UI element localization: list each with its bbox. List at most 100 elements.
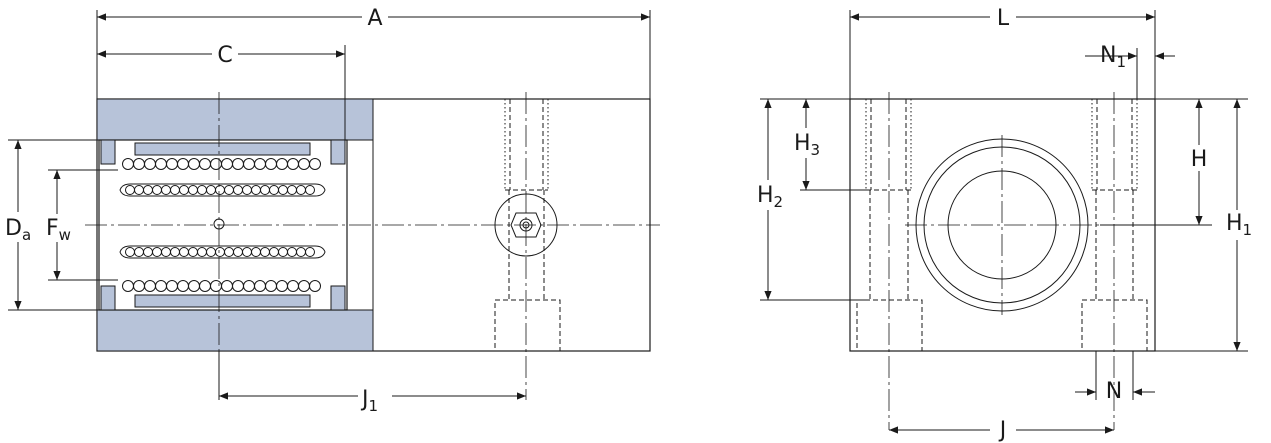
seal-left-top xyxy=(100,139,116,165)
bearing-ball xyxy=(122,158,134,170)
dim-label-J1: J1 xyxy=(360,387,378,415)
bearing-ball xyxy=(296,185,306,195)
bearing-ball xyxy=(144,280,156,292)
bearing-ball xyxy=(199,158,211,170)
side-view: A C Da Fw J1 xyxy=(3,5,660,415)
grease-nipple-hex xyxy=(510,212,542,238)
bearing-ball xyxy=(134,185,144,195)
bearing-ball xyxy=(233,185,243,195)
bearing-ball xyxy=(188,185,198,195)
return-channel-bottom xyxy=(119,245,326,259)
bearing-ball xyxy=(269,185,279,195)
seal-right-top xyxy=(330,139,346,165)
bearing-ball xyxy=(177,158,189,170)
bearing-ball xyxy=(296,247,306,257)
bearing-ball xyxy=(170,185,180,195)
bearing-ball xyxy=(221,280,233,292)
bearing-ball xyxy=(215,185,225,195)
dim-label-C: C xyxy=(217,43,232,68)
bearing-ball xyxy=(199,280,211,292)
bearing-ball xyxy=(125,185,135,195)
seal-left-bottom xyxy=(100,285,116,311)
bearing-ball xyxy=(122,280,134,292)
bearing-ball xyxy=(260,185,270,195)
bearing-ball xyxy=(179,247,189,257)
bearing-ball xyxy=(197,185,207,195)
mounting-counterbore xyxy=(494,299,561,352)
bearing-ball xyxy=(177,280,189,292)
ball-row-top-return xyxy=(125,185,315,195)
dim-label-H2: H2 xyxy=(757,183,783,211)
bearing-ball xyxy=(188,247,198,257)
ball-row-bottom-return xyxy=(125,247,315,257)
bearing-ball xyxy=(197,247,207,257)
bearing-ball xyxy=(143,247,153,257)
bearing-ball xyxy=(166,280,178,292)
bearing-ball xyxy=(243,158,255,170)
dim-label-Da: Da xyxy=(5,216,31,244)
bearing-ball xyxy=(155,158,167,170)
housing-section-top xyxy=(96,98,374,141)
bearing-ball xyxy=(188,280,200,292)
bearing-ball xyxy=(143,185,153,195)
bearing-ball xyxy=(287,158,299,170)
cage-top xyxy=(134,142,311,156)
bearing-ball xyxy=(269,247,279,257)
bearing-ball xyxy=(125,247,135,257)
bearing-ball xyxy=(278,247,288,257)
bearing-ball xyxy=(276,158,288,170)
bearing-ball xyxy=(232,280,244,292)
end-view: L N1 H H1 H2 H3 N xyxy=(752,5,1256,443)
bearing-ball xyxy=(254,158,266,170)
dim-label-Fw: Fw xyxy=(46,216,71,244)
dim-label-J: J xyxy=(998,418,1007,443)
bearing-ball xyxy=(242,185,252,195)
bearing-ball xyxy=(221,158,233,170)
bearing-ball xyxy=(152,185,162,195)
return-channel-top xyxy=(119,183,326,197)
dim-label-N1: N1 xyxy=(1100,43,1126,71)
bearing-ball xyxy=(305,185,315,195)
bearing-ball xyxy=(309,158,321,170)
bearing-ball xyxy=(251,247,261,257)
bearing-ball xyxy=(287,185,297,195)
bearing-ball xyxy=(134,247,144,257)
bearing-ball xyxy=(276,280,288,292)
bearing-ball xyxy=(305,247,315,257)
ball-row-top-load xyxy=(122,158,321,170)
dim-label-A: A xyxy=(367,6,382,31)
bearing-ball xyxy=(265,280,277,292)
bearing-ball xyxy=(206,247,216,257)
cage-bottom xyxy=(134,294,311,308)
right-counterbore xyxy=(1081,299,1148,352)
bearing-ball xyxy=(287,280,299,292)
bearing-ball xyxy=(287,247,297,257)
bearing-ball xyxy=(152,247,162,257)
bearing-ball xyxy=(298,280,310,292)
bearing-ball xyxy=(298,158,310,170)
bearing-ball xyxy=(265,158,277,170)
dim-label-H1: H1 xyxy=(1226,211,1252,239)
left-counterbore xyxy=(856,299,923,352)
bearing-ball xyxy=(251,185,261,195)
bearing-ball xyxy=(309,280,321,292)
bearing-ball xyxy=(166,158,178,170)
ball-row-bottom-load xyxy=(122,280,321,292)
bearing-ball xyxy=(254,280,266,292)
bearing-ball xyxy=(210,280,222,292)
dim-label-H3: H3 xyxy=(794,131,820,159)
dim-label-L: L xyxy=(997,6,1010,31)
bearing-ball xyxy=(155,280,167,292)
bearing-ball xyxy=(260,247,270,257)
bearing-ball xyxy=(215,247,225,257)
seal-right-bottom xyxy=(330,285,346,311)
bearing-ball xyxy=(232,158,244,170)
bearing-ball xyxy=(224,185,234,195)
bearing-ball xyxy=(188,158,200,170)
dim-label-N: N xyxy=(1106,379,1122,404)
bearing-ball xyxy=(144,158,156,170)
bearing-ball xyxy=(224,247,234,257)
bearing-ball xyxy=(233,247,243,257)
bearing-ball xyxy=(133,280,145,292)
housing-section-bottom xyxy=(96,309,374,352)
